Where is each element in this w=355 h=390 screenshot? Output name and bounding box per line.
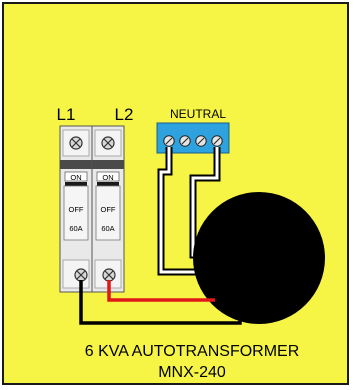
terminal-screw-icon: [211, 135, 223, 147]
breaker-l1-rating: 60A: [69, 224, 82, 233]
breaker-l1-on-label: ON: [70, 173, 81, 182]
breaker-l2: ON OFF 60A: [91, 125, 125, 293]
terminal-screw-icon: [163, 135, 175, 147]
breaker-l1-off-label: OFF: [69, 205, 84, 214]
breaker-l1: ON OFF 60A: [59, 125, 93, 293]
neutral-wire-1: [157, 147, 222, 276]
terminal-screw-icon: [69, 136, 83, 150]
hot-wire-black: [79, 280, 242, 325]
breaker-l2-label: L2: [115, 105, 134, 124]
terminal-screw-icon: [195, 135, 207, 147]
neutral-label: NEUTRAL: [170, 107, 226, 121]
transformer-model: MNX-240: [158, 364, 226, 381]
hot-wire-red: [107, 280, 215, 302]
breaker-l2-off-label: OFF: [101, 205, 116, 214]
terminal-screw-icon: [179, 135, 191, 147]
panel-background: [2, 2, 349, 385]
autotransformer: [193, 192, 325, 324]
terminal-screw-icon: [74, 268, 88, 282]
breaker-l1-label: L1: [57, 105, 76, 124]
transformer-title: 6 KVA AUTOTRANSFORMER: [85, 343, 300, 360]
breaker-l2-on-label: ON: [102, 173, 113, 182]
terminal-screw-icon: [101, 136, 115, 150]
terminal-screw-icon: [102, 268, 116, 282]
breaker-l2-toggle: OFF 60A: [95, 185, 121, 241]
breaker-l1-toggle: OFF 60A: [63, 185, 89, 241]
breaker-l2-rating: 60A: [101, 224, 114, 233]
